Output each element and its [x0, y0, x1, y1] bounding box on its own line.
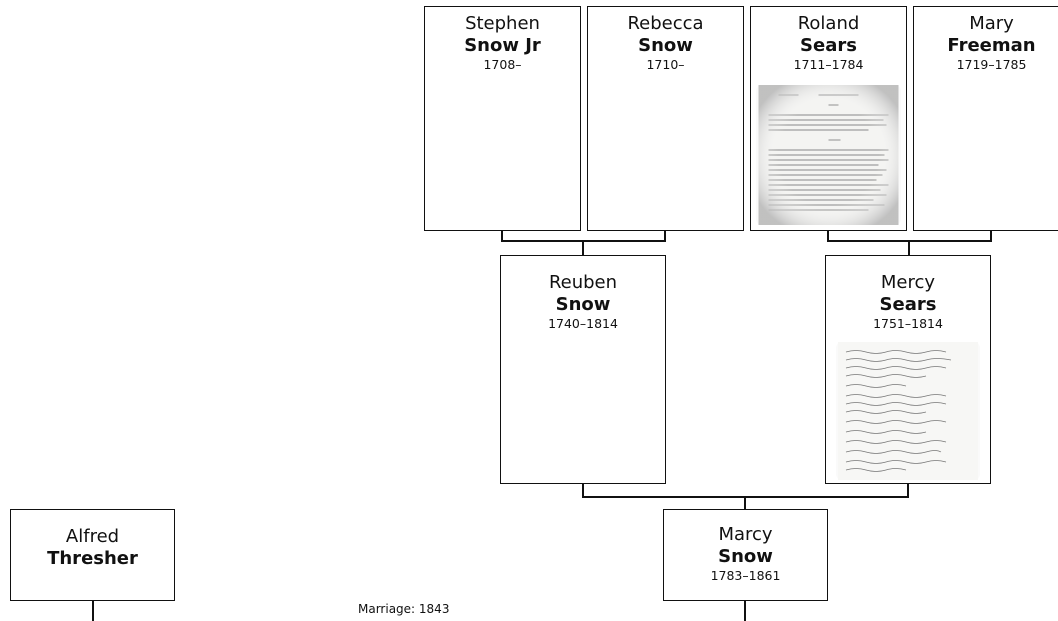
life-years: 1710–: [646, 57, 685, 72]
connector: [990, 231, 992, 241]
given-name: Roland: [797, 13, 860, 34]
given-name: Rebecca: [627, 13, 704, 34]
person-card-mercy-sears[interactable]: Mercy Sears 1751–1814: [825, 255, 991, 484]
surname: Snow Jr: [464, 35, 541, 56]
given-name: Marcy: [718, 524, 773, 545]
person-card-mary-freeman[interactable]: Mary Freeman 1719–1785: [913, 6, 1058, 231]
document-thumbnail[interactable]: [836, 342, 980, 480]
connector: [908, 240, 910, 256]
given-name: Reuben: [548, 272, 618, 293]
given-name: Stephen: [465, 13, 540, 34]
document-image: [758, 85, 899, 225]
life-years: 1740–1814: [548, 316, 618, 331]
surname: Snow: [638, 35, 693, 56]
life-years: 1708–: [483, 57, 522, 72]
given-name: Mercy: [880, 272, 936, 293]
surname: Sears: [800, 35, 857, 56]
document-thumbnail[interactable]: [756, 85, 901, 225]
person-card-reuben-snow[interactable]: Reuben Snow 1740–1814: [500, 255, 666, 484]
life-years: 1711–1784: [793, 57, 864, 72]
surname: Snow: [555, 294, 611, 315]
person-card-alfred-thresher[interactable]: Alfred Thresher: [10, 509, 175, 601]
marriage-label: Marriage: 1843: [358, 602, 450, 616]
connector: [501, 231, 503, 241]
connector: [92, 601, 94, 621]
life-years: 1783–1861: [710, 568, 781, 583]
person-card-roland-sears[interactable]: Roland Sears 1711–1784: [750, 6, 907, 231]
life-years: 1719–1785: [956, 57, 1027, 72]
surname: Thresher: [47, 548, 138, 569]
connector: [827, 231, 829, 241]
connector: [664, 231, 666, 241]
document-image: [838, 342, 978, 480]
surname: Snow: [718, 546, 773, 567]
person-card-stephen-snow-jr[interactable]: Stephen Snow Jr 1708–: [424, 6, 581, 231]
given-name: Mary: [969, 13, 1014, 34]
life-years: 1751–1814: [873, 316, 943, 331]
given-name: Alfred: [65, 526, 120, 547]
person-card-rebecca-snow[interactable]: Rebecca Snow 1710–: [587, 6, 744, 231]
surname: Sears: [879, 294, 937, 315]
connector: [907, 484, 909, 498]
connector: [744, 601, 746, 621]
person-card-marcy-snow[interactable]: Marcy Snow 1783–1861: [663, 509, 828, 601]
surname: Freeman: [947, 35, 1036, 56]
connector: [582, 484, 584, 498]
connector: [582, 240, 584, 256]
connector: [744, 496, 746, 510]
